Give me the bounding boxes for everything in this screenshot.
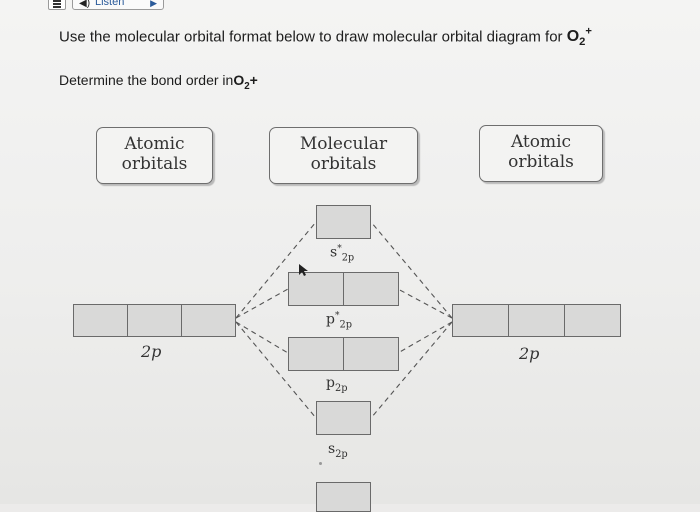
mo-symbol: s bbox=[328, 441, 336, 457]
sigma-2p-box[interactable] bbox=[316, 401, 371, 435]
header-line-1: Molecular bbox=[299, 134, 388, 154]
header-line-2: orbitals bbox=[508, 152, 574, 172]
left-2p-orbital-box-3[interactable] bbox=[181, 304, 236, 337]
sigma-star-2p-box[interactable] bbox=[316, 205, 371, 239]
pi-2p-box-1[interactable] bbox=[288, 337, 344, 371]
header-line-2: orbitals bbox=[310, 154, 377, 174]
listen-button[interactable]: ◀) Listen ▶ bbox=[72, 0, 164, 10]
header-line-1: Atomic bbox=[510, 132, 572, 152]
formula-subscript-2: 2 bbox=[244, 80, 250, 92]
pi-2p-box-2[interactable] bbox=[343, 337, 399, 371]
mo-star: * bbox=[334, 311, 340, 321]
instruction-text: Use the molecular orbital format below t… bbox=[59, 28, 567, 46]
mo-star: * bbox=[337, 244, 342, 254]
mo-symbol: p bbox=[326, 311, 335, 328]
right-2p-orbital-box-2[interactable] bbox=[508, 304, 565, 337]
pi-star-2p-box-1[interactable] bbox=[288, 272, 344, 306]
right-2p-orbital-box-1[interactable] bbox=[452, 304, 509, 337]
next-orbital-box-partial[interactable] bbox=[316, 482, 371, 512]
listen-label: Listen bbox=[95, 0, 125, 8]
mo-subscript: 2p bbox=[339, 319, 352, 331]
header-line-2: orbitals bbox=[121, 154, 188, 174]
mo-subscript: 2p bbox=[341, 252, 355, 264]
right-atomic-orbitals-header: Atomic orbitals bbox=[479, 125, 603, 182]
left-2p-orbital-box-1[interactable] bbox=[73, 304, 128, 337]
hamburger-menu-icon[interactable] bbox=[48, 0, 66, 10]
right-2p-label: 2p bbox=[519, 344, 540, 363]
mo-subscript: 2p bbox=[334, 382, 348, 394]
formula-charge: + bbox=[585, 26, 592, 38]
mo-symbol: p bbox=[326, 375, 335, 391]
sigma-star-2p-label: s*2p bbox=[330, 244, 354, 263]
pi-star-2p-label: p*2p bbox=[326, 311, 352, 330]
pi-star-2p-box-2[interactable] bbox=[343, 272, 399, 306]
formula-symbol-2: O bbox=[233, 72, 245, 88]
pi-2p-label: p2p bbox=[326, 375, 347, 394]
mo-subscript: 2p bbox=[335, 448, 348, 460]
formula-subscript: 2 bbox=[579, 36, 586, 49]
left-2p-orbital-box-2[interactable] bbox=[127, 304, 182, 337]
bond-order-text: Determine the bond order in bbox=[59, 72, 234, 88]
question-bond-order: Determine the bond order inO2+ bbox=[59, 72, 258, 92]
o2-formula: O2+ bbox=[566, 26, 592, 49]
formula-charge-2: + bbox=[249, 72, 258, 88]
cursor-icon bbox=[299, 264, 308, 276]
molecular-orbitals-header: Molecular orbitals bbox=[269, 127, 418, 184]
play-triangle-icon: ▶ bbox=[150, 0, 157, 8]
stray-mark bbox=[319, 462, 322, 465]
left-atomic-orbitals-header: Atomic orbitals bbox=[96, 127, 213, 184]
question-instruction: Use the molecular orbital format below t… bbox=[59, 26, 592, 49]
right-2p-orbital-box-3[interactable] bbox=[564, 304, 621, 337]
speaker-icon: ◀) bbox=[79, 0, 91, 9]
formula-symbol: O bbox=[566, 28, 580, 46]
sigma-2p-label: s2p bbox=[328, 441, 348, 460]
top-toolbar: ◀) Listen ▶ bbox=[0, 0, 700, 14]
header-line-1: Atomic bbox=[124, 134, 185, 154]
left-2p-label: 2p bbox=[141, 342, 162, 361]
mo-symbol: s bbox=[330, 244, 338, 261]
o2-formula-2: O2+ bbox=[233, 72, 258, 92]
